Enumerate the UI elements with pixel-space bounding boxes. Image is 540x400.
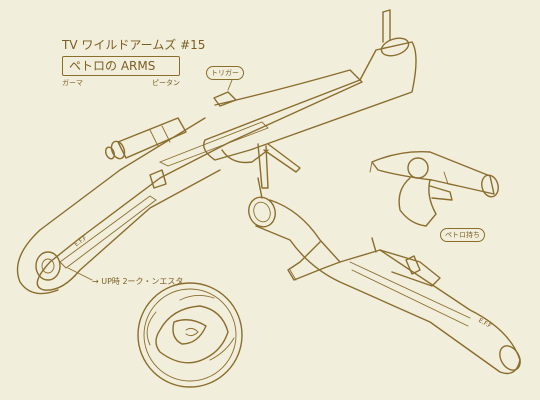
- character-pose-drawing: [369, 151, 499, 227]
- pose-label: ペトロ持ち: [440, 228, 485, 242]
- emblem-note: → UP時 2ーク・ンエスタ: [92, 277, 184, 286]
- weapon-name-box: ペトロの ARMS: [62, 56, 180, 76]
- rear-view-weapon-drawing: [248, 177, 521, 375]
- episode-title: TV ワイルドアームズ #15: [62, 38, 206, 52]
- trigger-leader: [227, 79, 233, 91]
- trigger-note: トリガー: [206, 66, 244, 80]
- credit-right: ピータン: [152, 79, 180, 87]
- title-block: TV ワイルドアームズ #15 ペトロの ARMS ガーマ ピータン: [56, 36, 228, 104]
- credit-left: ガーマ: [62, 79, 83, 87]
- emblem-drawing: [137, 282, 243, 388]
- main-weapon-drawing: [16, 9, 417, 295]
- emblem-leader: [67, 267, 93, 281]
